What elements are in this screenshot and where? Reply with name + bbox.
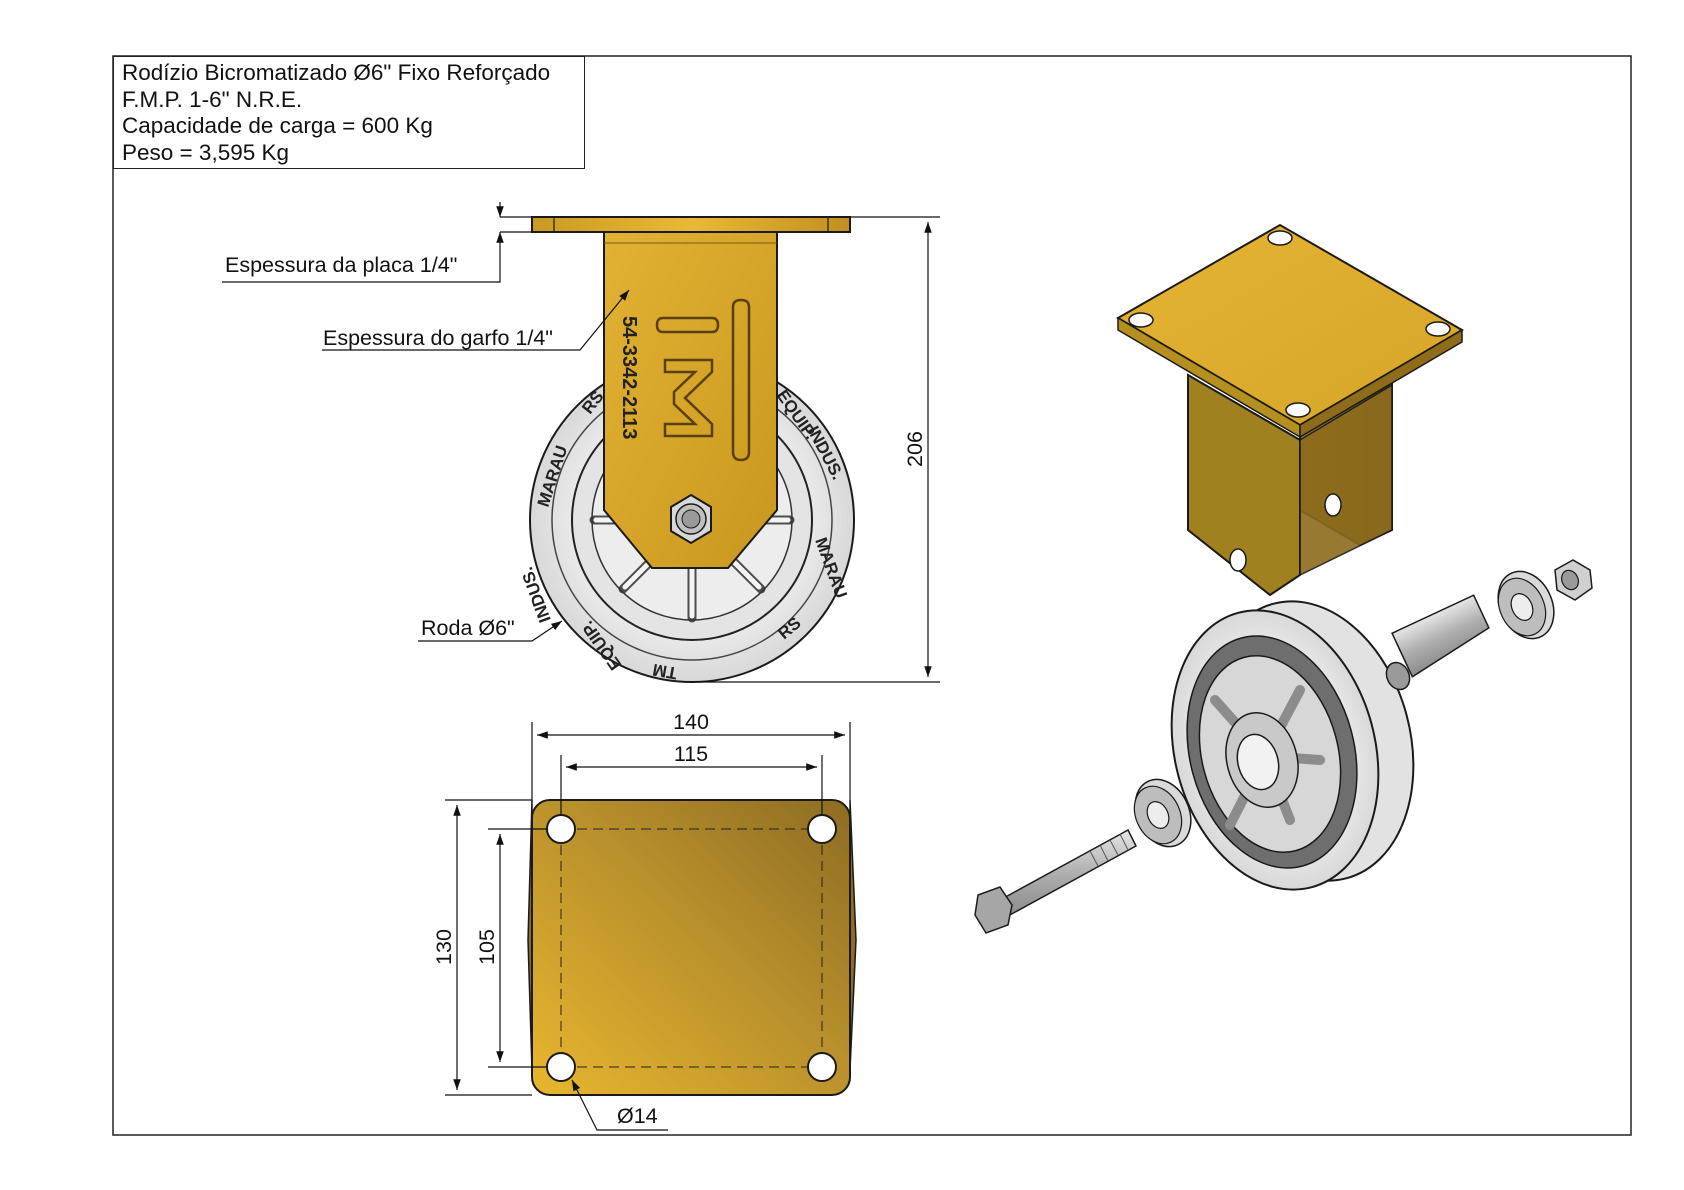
exploded-wheel-assembly <box>974 559 1593 934</box>
isometric-bracket <box>1116 223 1464 597</box>
wheel-label: Roda Ø6" <box>421 616 515 640</box>
spacer-tube <box>1385 594 1490 691</box>
hole-diameter-label: Ø14 <box>617 1104 658 1128</box>
product-name: Rodízio Bicromatizado Ø6" Fixo Reforçado <box>122 60 551 85</box>
fork-thickness-label: Espessura do garfo 1/4" <box>323 326 553 350</box>
hole-diameter-leader <box>571 1079 668 1131</box>
plate-depth-value: 130 <box>432 929 456 965</box>
front-view: RS MARAU INDUS. EQUIP. TM EQUIP. INDUS. … <box>222 202 940 683</box>
hole-spacing-x-value: 115 <box>674 742 708 766</box>
wheel-leader <box>418 620 563 642</box>
axle-nut <box>670 493 712 545</box>
title-block: Rodízio Bicromatizado Ø6" Fixo Reforçado… <box>113 56 585 169</box>
axle-bolt <box>974 828 1137 934</box>
tm-logo <box>655 298 751 462</box>
base-plate <box>531 799 851 1096</box>
mounting-hole-bl <box>546 1052 576 1082</box>
plate-thickness-label: Espessura da placa 1/4" <box>225 253 457 277</box>
plate-thickness-dimension <box>222 202 532 283</box>
product-code: F.M.P. 1-6" N.R.E. <box>122 86 303 112</box>
bearing-left <box>1133 778 1192 848</box>
depth-dimension-105 <box>488 828 547 1068</box>
depth-dimension-130 <box>445 799 532 1096</box>
hex-nut <box>1554 559 1593 601</box>
fork-thickness-leader <box>322 289 630 351</box>
height-dimension-value: 206 <box>903 431 927 467</box>
mounting-hole-tr <box>807 814 837 844</box>
drawing-border <box>112 55 1632 1136</box>
plate-width-value: 140 <box>673 710 709 734</box>
top-plate-side <box>531 216 851 233</box>
top-view: 140 115 130 105 Ø14 <box>432 710 857 1131</box>
width-dimension-115 <box>560 755 823 815</box>
width-dimension-140 <box>531 722 851 800</box>
mounting-hole-tl <box>546 814 576 844</box>
height-dimension <box>690 216 940 683</box>
bearing-right <box>1497 570 1555 640</box>
load-capacity: Capacidade de carga = 600 Kg <box>122 113 433 138</box>
mounting-hole-br <box>807 1052 837 1082</box>
fork-phone-text: 54-3342-2113 <box>618 316 640 439</box>
product-weight: Peso = 3,595 Kg <box>122 139 290 165</box>
tire-text-5: TM <box>651 660 678 683</box>
hole-spacing-y-value: 105 <box>475 929 499 965</box>
wheel-isometric <box>1170 600 1415 891</box>
